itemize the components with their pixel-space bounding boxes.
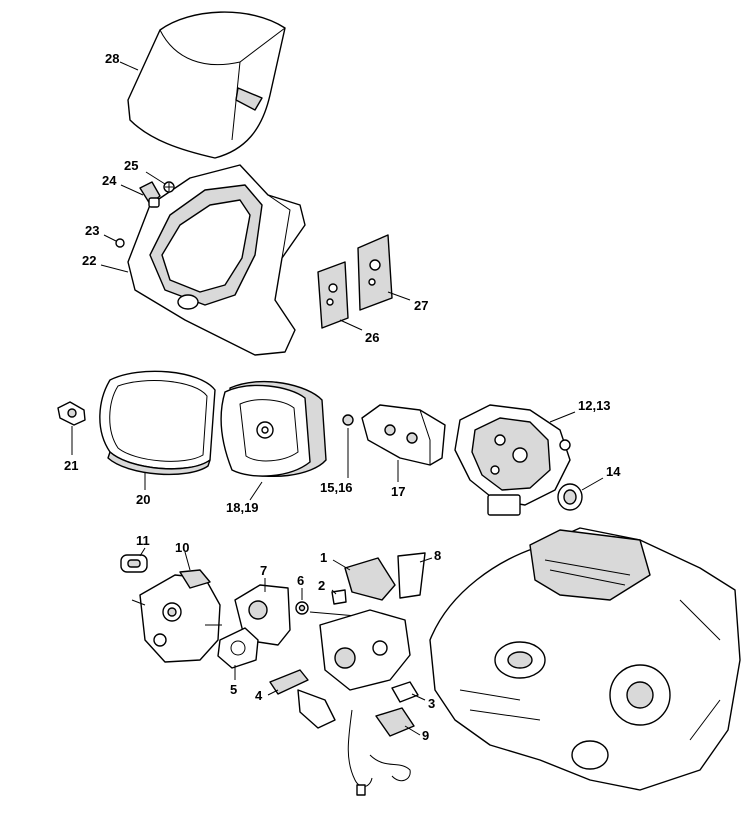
callout-27: 27 <box>414 298 428 313</box>
part-3-spring <box>391 681 419 703</box>
callout-7: 7 <box>260 563 267 578</box>
callout-15-16: 15,16 <box>320 480 353 495</box>
callout-23: 23 <box>85 223 99 238</box>
part-6-washer <box>295 601 309 615</box>
wiring-harness <box>347 709 411 796</box>
callout-9: 9 <box>422 728 429 743</box>
callout-2: 2 <box>318 578 325 593</box>
leader-lines <box>71 61 604 736</box>
engine-block <box>429 527 741 791</box>
callout-3: 3 <box>428 696 435 711</box>
callout-11: 11 <box>136 533 150 548</box>
callout-4: 4 <box>255 688 263 703</box>
part-22-filter-housing <box>127 164 306 356</box>
part-26-gasket <box>317 261 349 329</box>
callout-10: 10 <box>175 540 189 555</box>
callout-6: 6 <box>297 573 304 588</box>
callout-5: 5 <box>230 682 237 697</box>
part-21-knob <box>57 401 86 426</box>
callout-26: 26 <box>365 330 379 345</box>
callout-21: 21 <box>64 458 78 473</box>
part-25-screw <box>163 181 175 193</box>
part-17-baffle <box>361 404 446 466</box>
callout-28: 28 <box>105 51 119 66</box>
part-8-plate <box>397 552 426 599</box>
part-15-16-nut <box>342 414 354 426</box>
callout-22: 22 <box>82 253 96 268</box>
part-11-gasket <box>120 554 148 573</box>
callout-25: 25 <box>124 158 138 173</box>
callout-1: 1 <box>320 550 327 565</box>
part-10-carburetor <box>131 569 222 663</box>
callout-20: 20 <box>136 492 150 507</box>
part-1-bracket <box>344 557 396 601</box>
part-9-pad <box>375 707 415 737</box>
callout-labels: 28 25 24 23 22 26 27 21 20 18,19 15,16 1… <box>64 51 621 743</box>
callout-12-13: 12,13 <box>578 398 611 413</box>
callout-24: 24 <box>102 173 117 188</box>
part-14-grommet <box>557 483 583 511</box>
part-12-13-carburetor-box <box>454 404 571 516</box>
part-24-clip <box>139 181 161 208</box>
part-5-gasket <box>217 627 259 669</box>
callout-14: 14 <box>606 464 621 479</box>
callout-17: 17 <box>391 484 405 499</box>
part-28-shroud-cover <box>127 11 286 159</box>
part-18-19-air-filter <box>220 380 327 477</box>
part-4-throttle-lever <box>269 669 336 729</box>
part-27-gasket <box>357 234 393 311</box>
intake-manifold <box>309 609 411 691</box>
callout-8: 8 <box>434 548 441 563</box>
part-23-nut <box>115 238 125 248</box>
callout-18-19: 18,19 <box>226 500 259 515</box>
part-20-prefilter <box>99 370 216 476</box>
